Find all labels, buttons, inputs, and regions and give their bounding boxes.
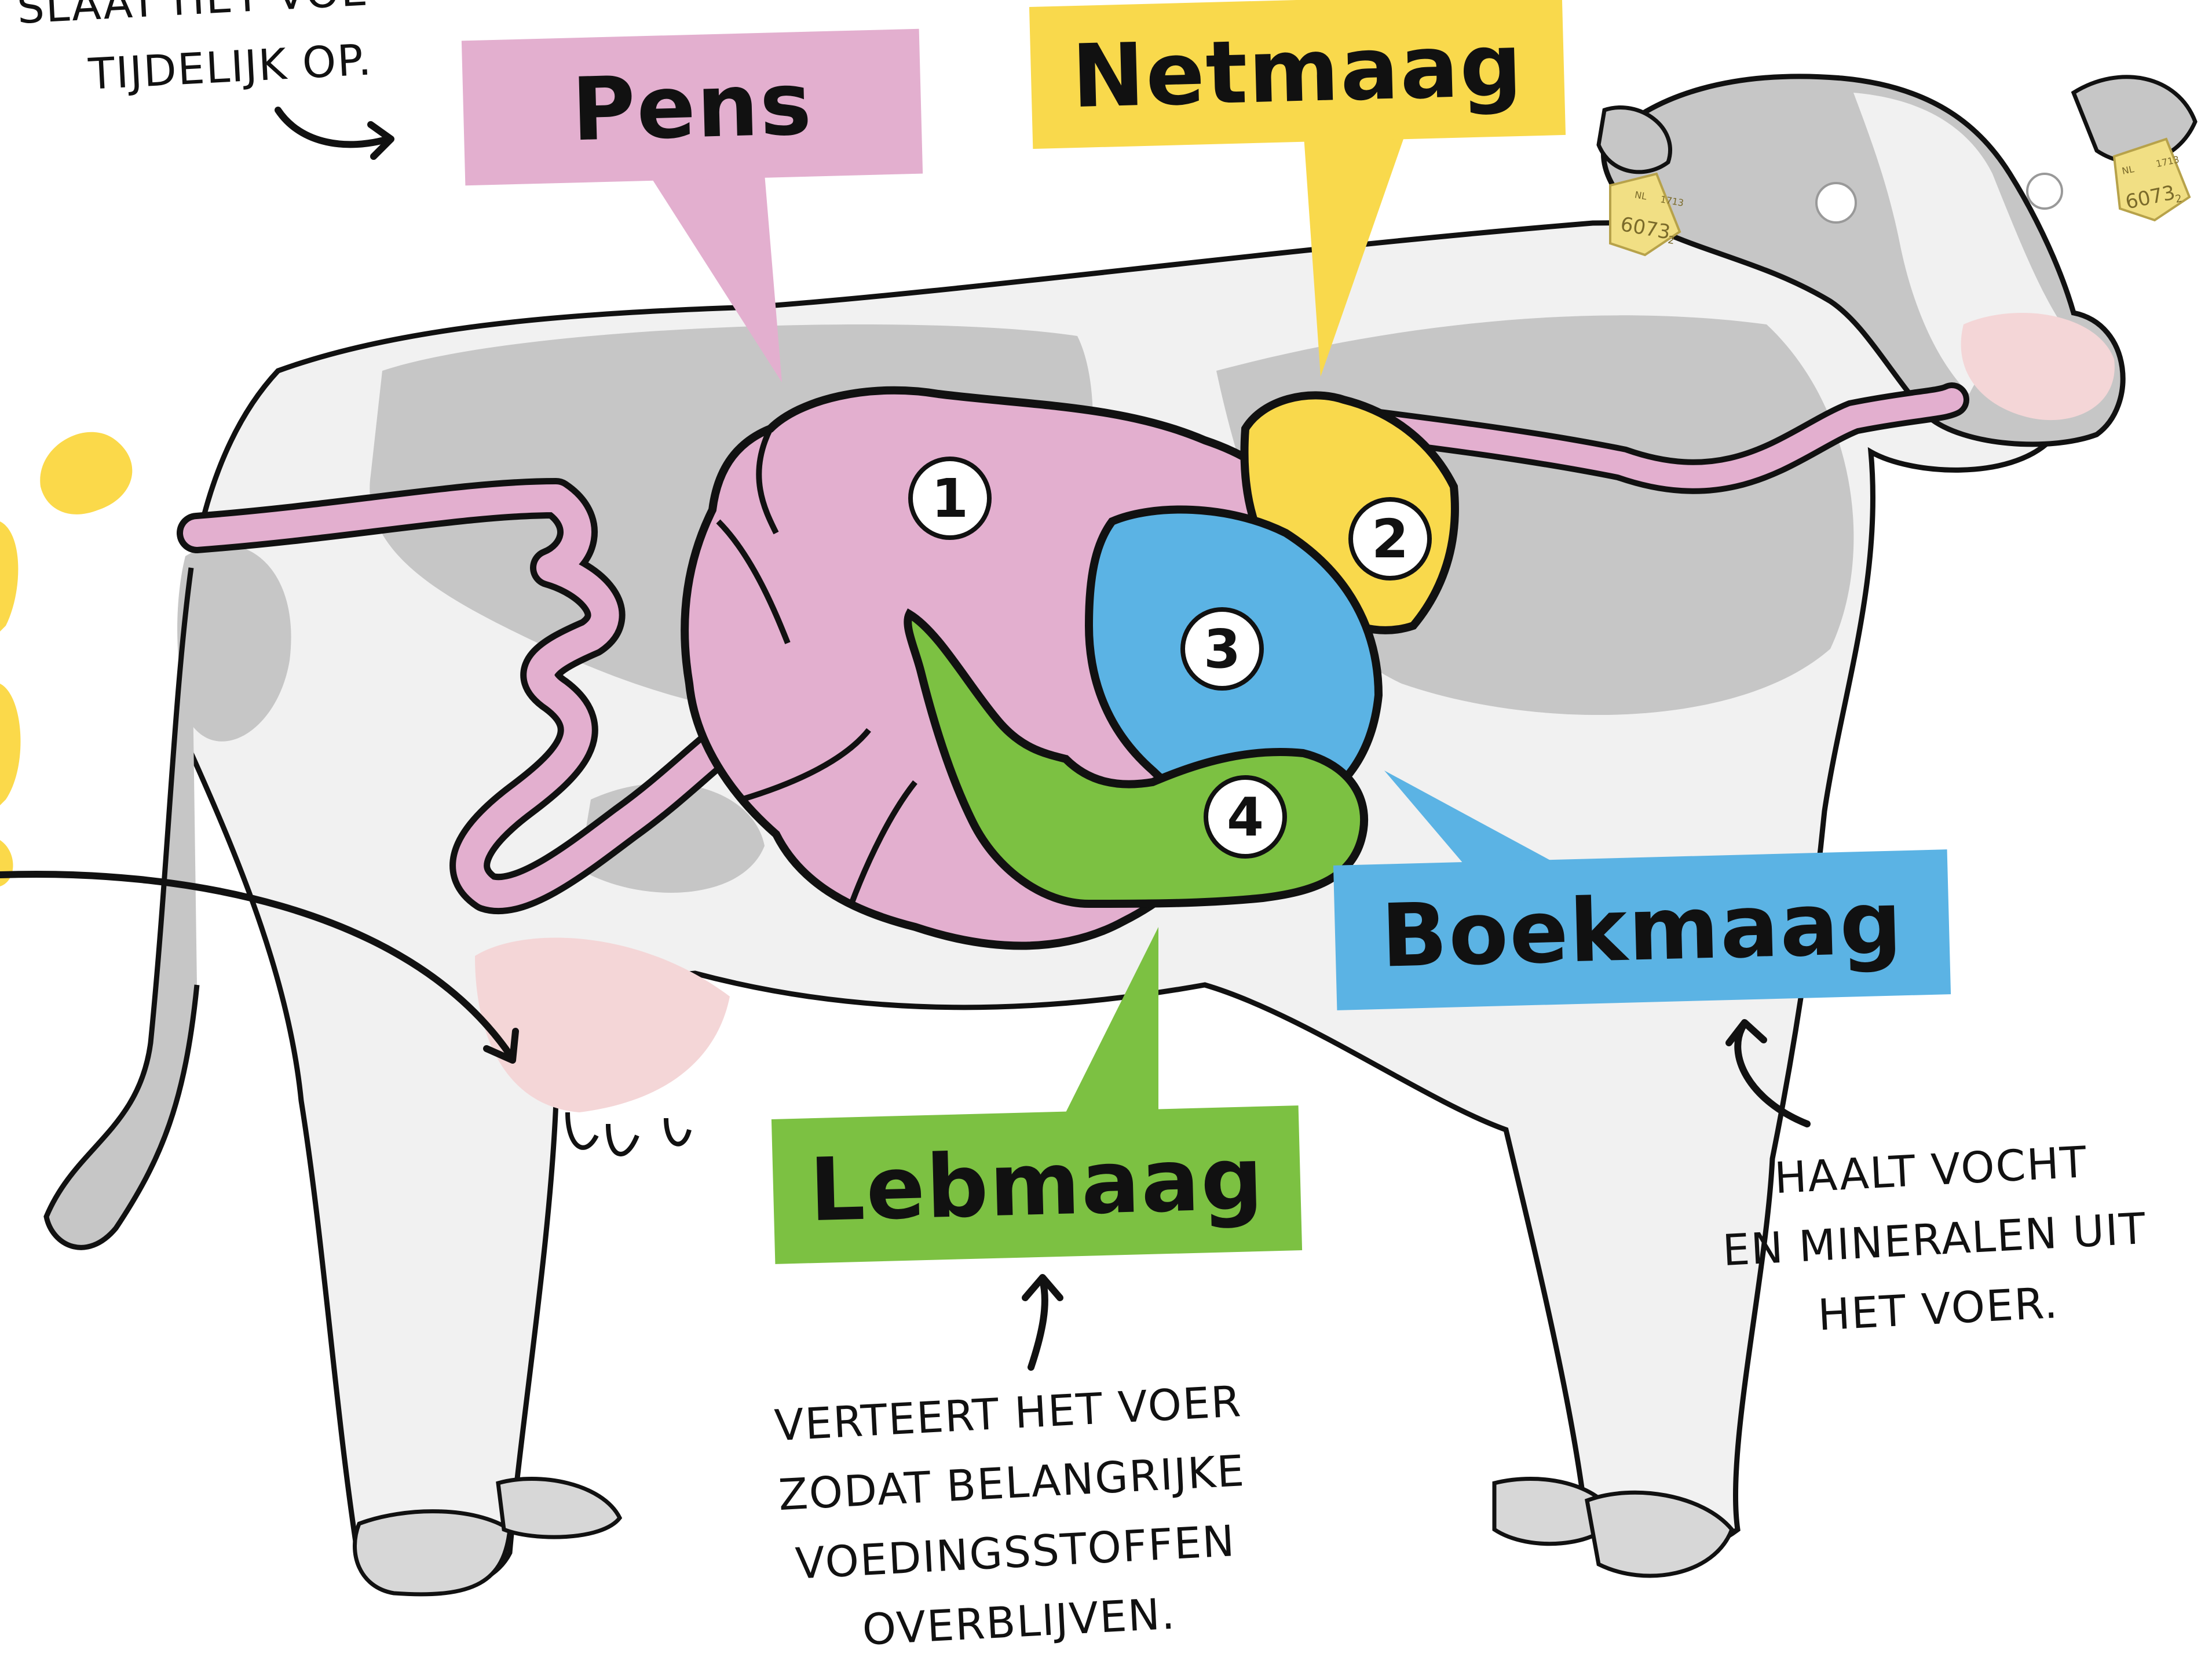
ear-tag-number: 6073 [1619, 213, 1672, 244]
netmaag-label: Netmaag [1029, 0, 1566, 149]
ear-tag-code: 1713 [2155, 154, 2180, 169]
ear-tag-code: 1713 [1659, 194, 1684, 209]
ear-tag-number: 6073 [2123, 181, 2177, 214]
boekmaag-label-text: Boekmaag [1380, 872, 1904, 987]
ear-tag-suffix: 2 [1667, 234, 1676, 247]
pens-label-text: Pens [571, 54, 814, 161]
top-left-note: SLAAT HET VOE TIJDELIJK OP. [0, 0, 374, 114]
ear-tag-country: NL [1634, 189, 1648, 202]
boekmaag-label: Boekmaag [1333, 849, 1951, 1010]
lebmaag-label-text: Lebmaag [808, 1129, 1265, 1241]
pens-label: Pens [462, 29, 923, 186]
boekmaag-note: HAALT VOCHT EN MINERALEN UIT HET VOER. [1674, 1122, 2195, 1357]
netmaag-label-text: Netmaag [1070, 14, 1524, 127]
lebmaag-label: Lebmaag [772, 1105, 1302, 1264]
lebmaag-note: VERTEERT HET VOER ZODAT BELANGRIJKE VOED… [717, 1364, 1310, 1672]
ear-tag-country: NL [2121, 163, 2135, 177]
